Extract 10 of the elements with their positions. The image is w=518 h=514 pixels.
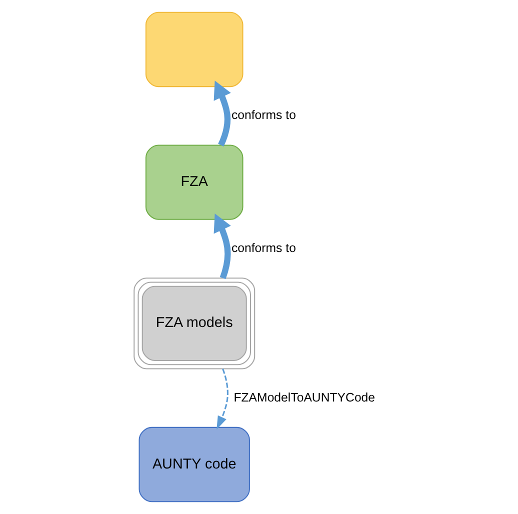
arrow	[216, 368, 228, 430]
node-box: FZA models	[133, 278, 255, 370]
node-box: FZA	[144, 144, 243, 220]
edge-label: conforms to	[230, 108, 296, 122]
edge-label: conforms to	[230, 240, 296, 255]
edge-label: FZAModelToAUNTYCode	[233, 390, 375, 404]
arrow	[213, 213, 230, 280]
arrow	[213, 80, 230, 146]
node-box: AUNTY code	[138, 426, 250, 502]
node-box	[144, 12, 243, 88]
